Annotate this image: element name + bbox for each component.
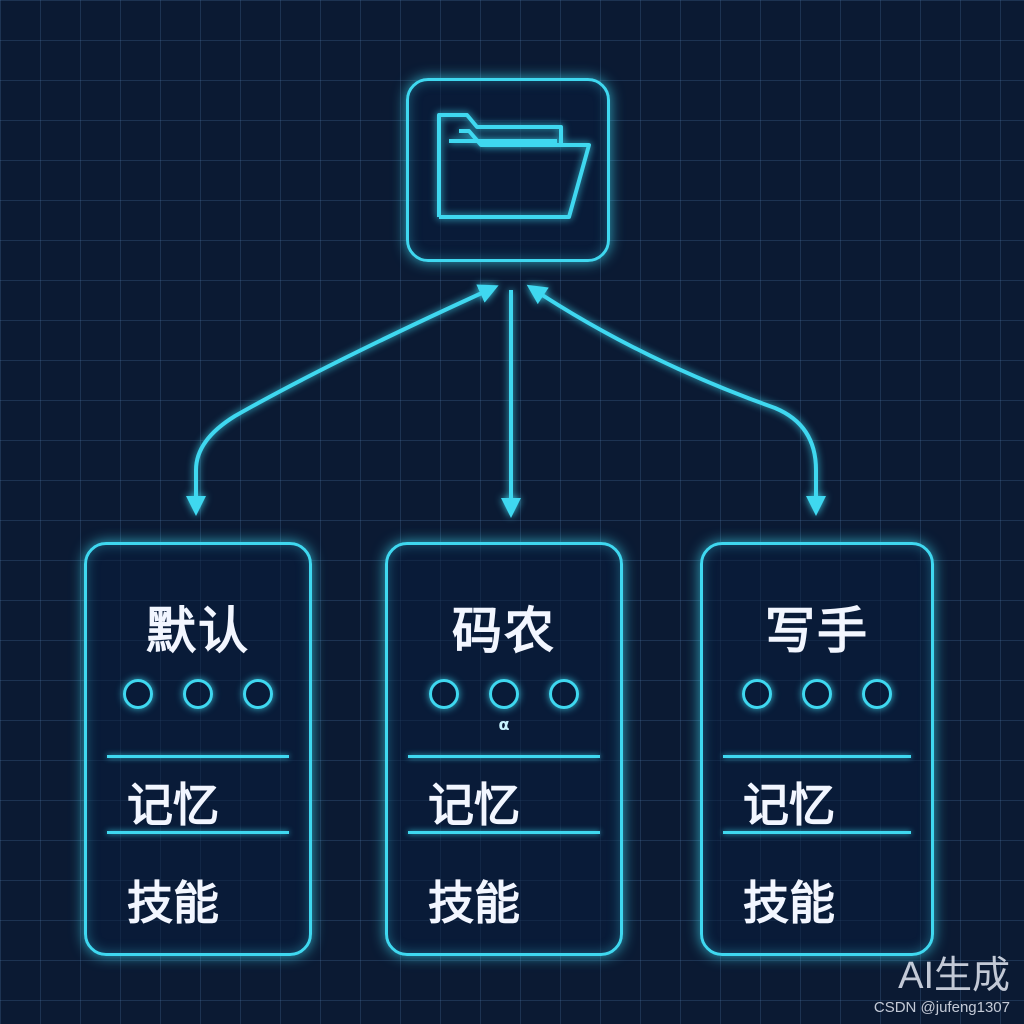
watermark-main: AI生成 (898, 955, 1010, 997)
divider (723, 831, 911, 834)
status-dots (388, 679, 620, 713)
card-writer: 写手 记忆 技能 (700, 542, 934, 956)
divider (107, 755, 289, 758)
divider (408, 755, 600, 758)
dot-icon (862, 679, 892, 709)
watermark-sub: CSDN @jufeng1307 (873, 999, 1010, 1016)
dot-icon (123, 679, 153, 709)
memory-label: 记忆 (127, 778, 219, 832)
divider (723, 755, 911, 758)
arrow-right (526, 284, 826, 516)
skill-label: 技能 (428, 876, 520, 930)
card-title: 写手 (765, 602, 869, 660)
alpha-badge: α (498, 715, 510, 734)
card-coder: 码农 α 记忆 技能 (385, 542, 623, 956)
root-folder-node (406, 78, 610, 262)
folder-icon (437, 113, 591, 219)
dot-icon (429, 679, 459, 709)
dot-icon (243, 679, 273, 709)
status-dots (87, 679, 309, 713)
card-default: 默认 记忆 技能 (84, 542, 312, 956)
dot-icon (549, 679, 579, 709)
dot-icon (489, 679, 519, 709)
divider (107, 831, 289, 834)
card-title: 码农 (452, 602, 556, 660)
skill-label: 技能 (743, 876, 835, 930)
skill-label: 技能 (127, 876, 219, 930)
dot-icon (802, 679, 832, 709)
status-dots (703, 679, 931, 713)
dot-icon (183, 679, 213, 709)
memory-label: 记忆 (428, 778, 520, 832)
dot-icon (742, 679, 772, 709)
arrow-left (186, 284, 499, 516)
card-title: 默认 (146, 602, 250, 660)
memory-label: 记忆 (743, 778, 835, 832)
watermark: AI生成 CSDN @jufeng1307 (874, 944, 1010, 1016)
divider (408, 831, 600, 834)
